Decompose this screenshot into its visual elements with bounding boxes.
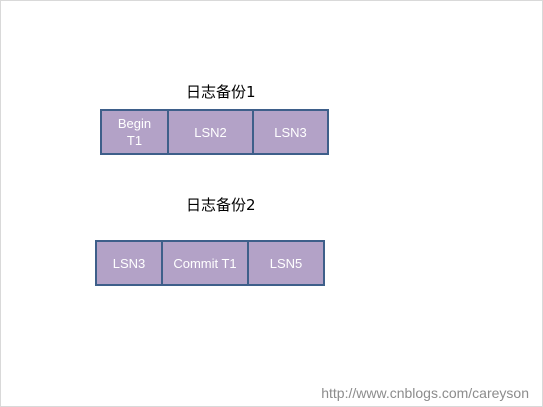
log-record-label: Begin T1: [117, 116, 152, 148]
log-record-lsn2: LSN2: [167, 109, 254, 155]
log-backup-2-sequence: LSN3 Commit T1 LSN5: [95, 240, 325, 286]
log-backup-1-sequence: Begin T1 LSN2 LSN3: [100, 109, 329, 155]
log-record-label: LSN3: [112, 255, 146, 271]
log-record-label: LSN3: [274, 124, 307, 140]
log-record-lsn5: LSN5: [247, 240, 325, 286]
log-record-label: Commit T1: [173, 255, 237, 271]
log-record-lsn3: LSN3: [252, 109, 329, 155]
log-record-begin-t1: Begin T1: [100, 109, 169, 155]
log-record-commit-t1: Commit T1: [161, 240, 249, 286]
log-backup-1-title: 日志备份1: [186, 83, 256, 101]
log-record-label: LSN2: [194, 124, 227, 140]
source-watermark: http://www.cnblogs.com/careyson: [321, 385, 529, 401]
log-record-label: LSN5: [269, 255, 303, 271]
log-backup-2-title: 日志备份2: [186, 196, 256, 214]
log-record-lsn3: LSN3: [95, 240, 163, 286]
